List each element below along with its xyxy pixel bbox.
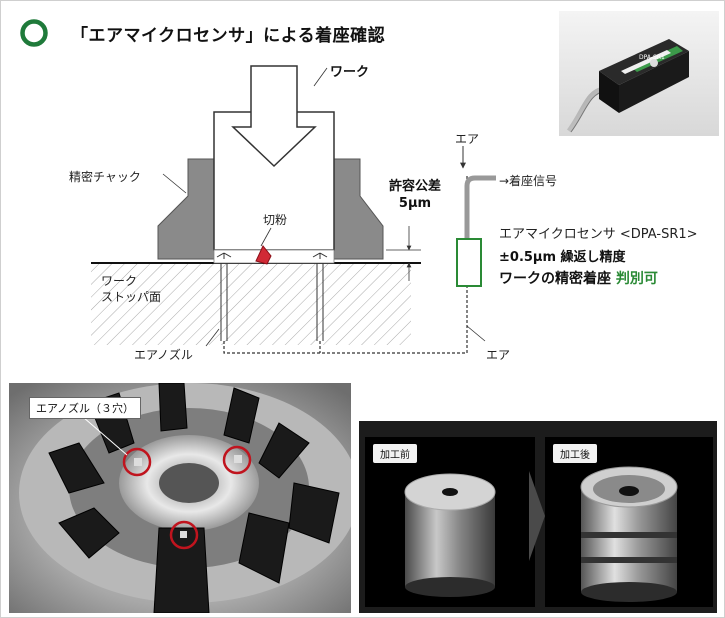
air-top-label: エア [455, 132, 480, 146]
tolerance-label-line1: 許容公差 [389, 179, 442, 194]
chuck-right [333, 158, 384, 260]
arrow-right-icon [529, 471, 545, 561]
result-highlight: 判別可 [615, 271, 658, 287]
precision-label: ±0.5μm 繰返し精度 [499, 250, 626, 265]
down-arrow-icon [231, 65, 317, 168]
tolerance-label-line2: 5μm [398, 196, 432, 211]
sensor-name-label: エアマイクロセンサ <DPA-SR1> [499, 227, 698, 242]
before-photo [365, 437, 535, 607]
chuck-left [157, 158, 215, 260]
sensor-brand-label: DPA-SR1 [639, 54, 665, 61]
before-tag: 加工前 [373, 444, 417, 463]
stopper-label-line2: ストッパ面 [101, 290, 162, 304]
nozzle-label: エアノズル [134, 348, 193, 362]
stopper-label: ワーク ストッパ面 [101, 273, 161, 305]
chip-shape [255, 245, 272, 265]
stopper-base [91, 263, 411, 345]
nozzle-photo-tag: エアノズル（３穴） [29, 397, 142, 419]
sensor-product-photo: DPA-SR1 [559, 11, 719, 136]
chuck-label: 精密チャック [69, 170, 141, 184]
after-tag: 加工後 [553, 444, 597, 463]
chip-label: 切粉 [263, 213, 288, 227]
result-text: ワークの精密着座 [499, 271, 611, 287]
sensor-box [456, 238, 482, 287]
circle-icon [20, 19, 48, 47]
figure-title: 「エアマイクロセンサ」による着座確認 [71, 26, 386, 46]
stopper-label-line1: ワーク [101, 274, 138, 288]
chuck-photo [9, 383, 351, 613]
work-label: ワーク [330, 65, 370, 80]
result-label: ワークの精密着座 判別可 [499, 268, 658, 288]
tolerance-label: 許容公差 5μm [389, 178, 441, 212]
seating-diagram [91, 65, 496, 354]
signal-label: →着座信号 [499, 174, 558, 188]
after-photo [545, 437, 713, 607]
air-bottom-label: エア [486, 348, 511, 362]
